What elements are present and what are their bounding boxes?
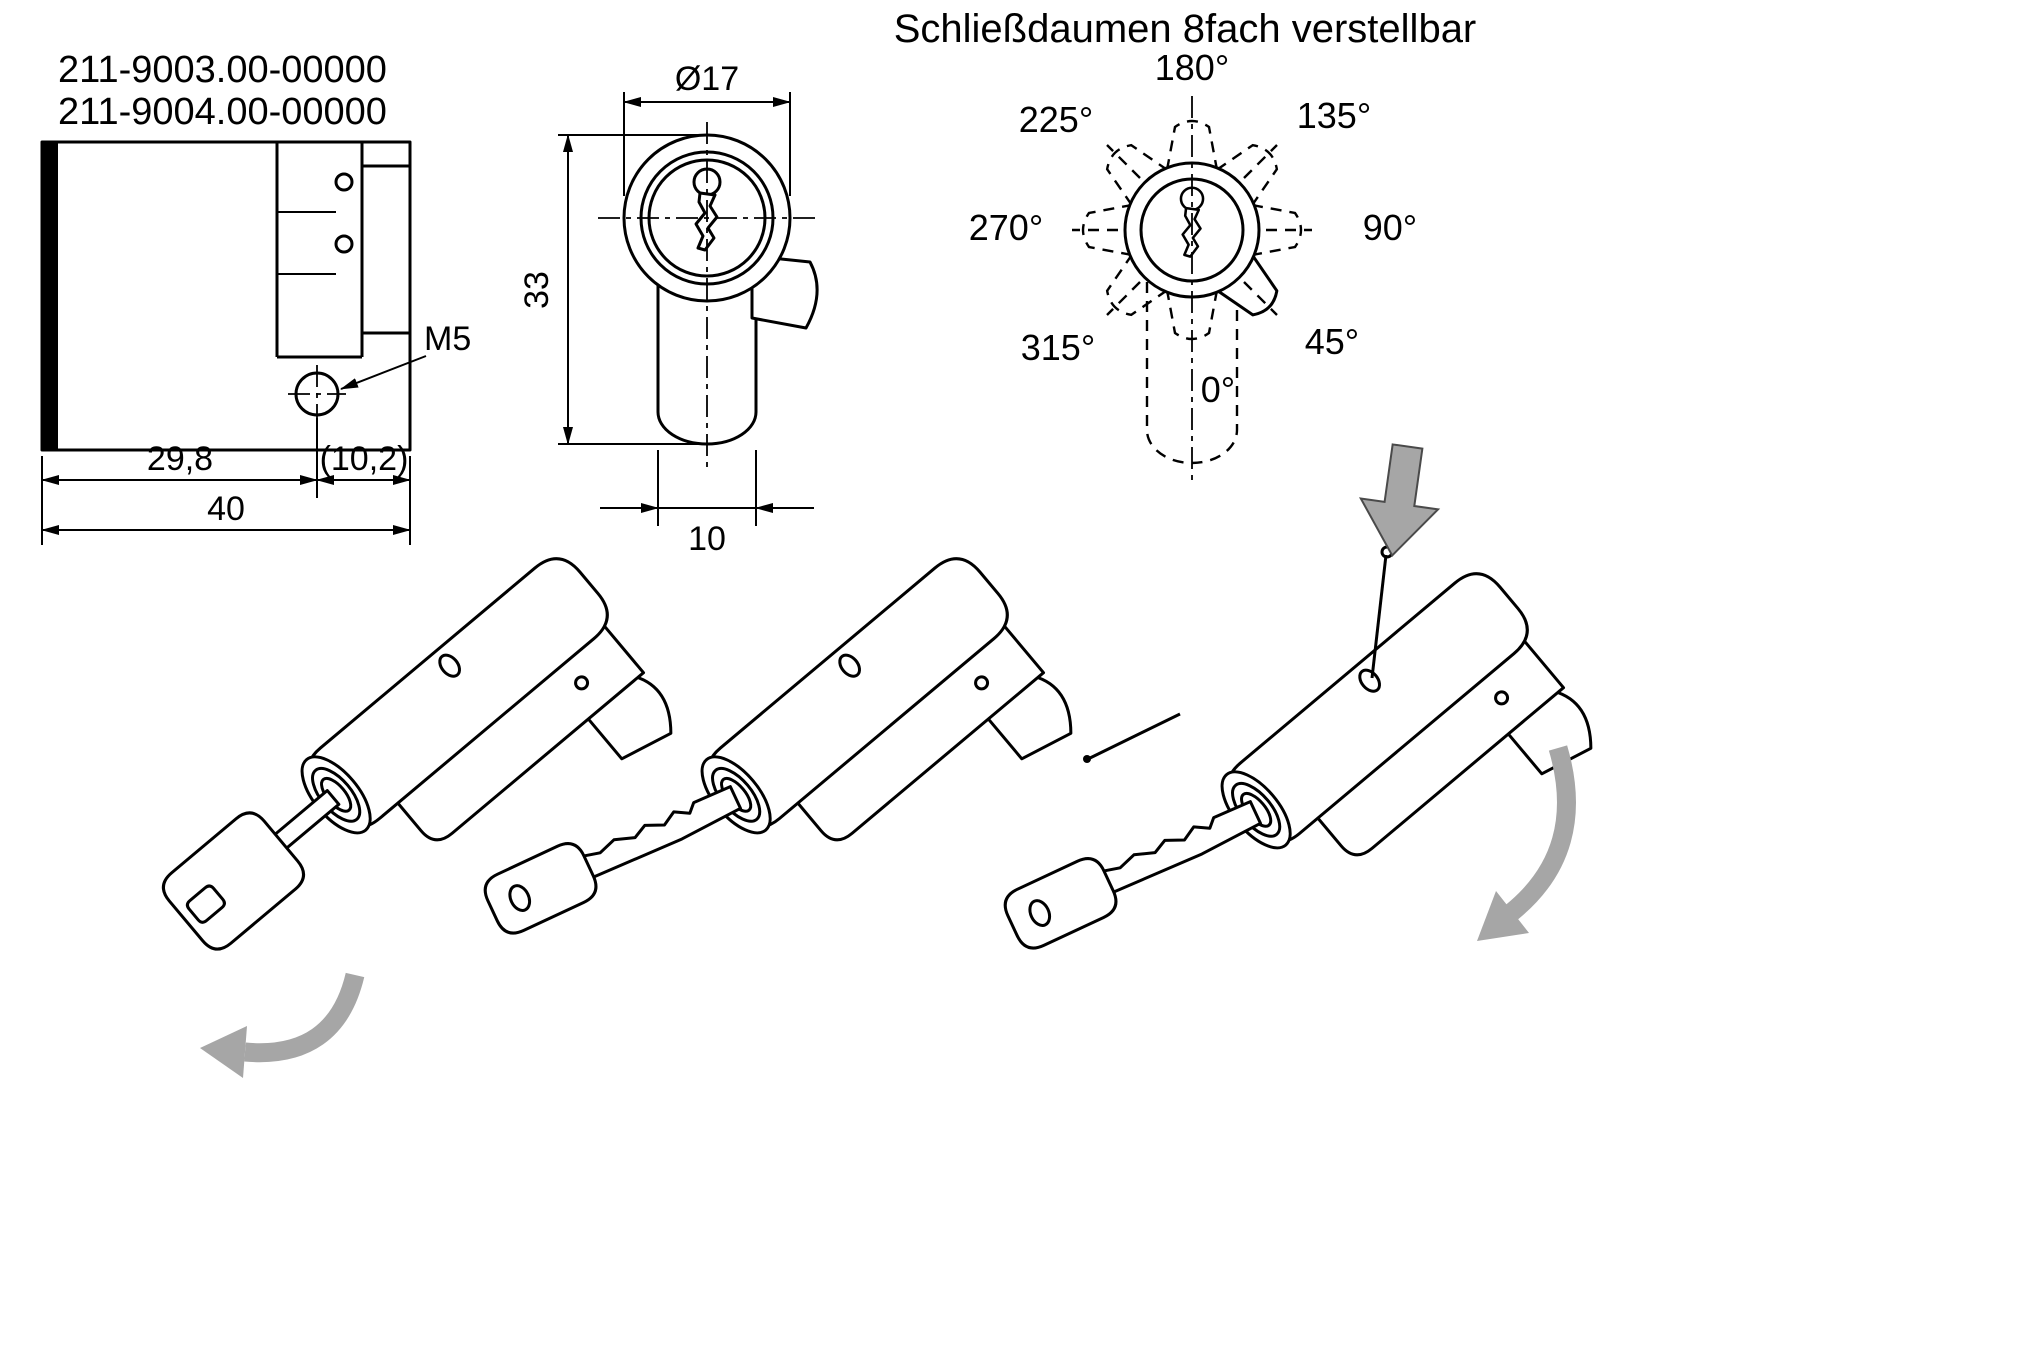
assembly-step-2 (477, 545, 1181, 941)
dim-cam-section: (10,2) (320, 440, 409, 478)
part-numbers: 211-9003.00-00000 211-9004.00-00000 (58, 49, 387, 133)
angle-label-180: 180° (1155, 47, 1229, 88)
side-view: M5 29,8 (10,2) 40 (40, 140, 471, 545)
adjustment-pin (1083, 712, 1181, 763)
key-bow (161, 811, 305, 951)
front-view: Ø17 33 10 (518, 60, 819, 558)
part-number-1: 211-9003.00-00000 (58, 49, 387, 91)
key (997, 782, 1271, 956)
key (161, 789, 341, 951)
m5-label: M5 (424, 320, 471, 358)
angle-label-225: 225° (1019, 99, 1093, 140)
angle-label-135: 135° (1297, 95, 1371, 136)
angle-label-0: 0° (1201, 369, 1235, 410)
part-number-2: 211-9004.00-00000 (58, 91, 387, 133)
press-down-arrow-icon (1358, 443, 1441, 558)
m5-leader-line (340, 355, 427, 390)
rotate-arrow-icon (1477, 745, 1576, 941)
dim-body-length: 29,8 (147, 440, 213, 478)
assembly-step-1 (161, 545, 699, 1078)
rotate-arrow-icon (200, 972, 365, 1078)
assembly-step-3 (997, 443, 1619, 956)
dim-foot-width: 10 (688, 520, 726, 558)
pin-spring (334, 234, 354, 254)
angle-label-45: 45° (1305, 321, 1359, 362)
pin-spring (334, 172, 354, 192)
cylinder-body-outline (40, 140, 412, 452)
angle-label-315: 315° (1021, 327, 1095, 368)
dim-total-length: 40 (207, 490, 245, 528)
key (477, 767, 751, 941)
dim-height: 33 (518, 271, 556, 309)
key-bow-hole (185, 884, 226, 924)
diagram-title: Schließdaumen 8fach verstellbar (894, 7, 1477, 51)
angle-label-90: 90° (1363, 207, 1417, 248)
dim-diameter: Ø17 (675, 60, 739, 98)
cylinder-face-edge (42, 142, 58, 450)
cam-adjustment-diagram: Schließdaumen 8fach verstellbar 180° 135… (894, 7, 1477, 486)
angle-label-270: 270° (969, 207, 1043, 248)
